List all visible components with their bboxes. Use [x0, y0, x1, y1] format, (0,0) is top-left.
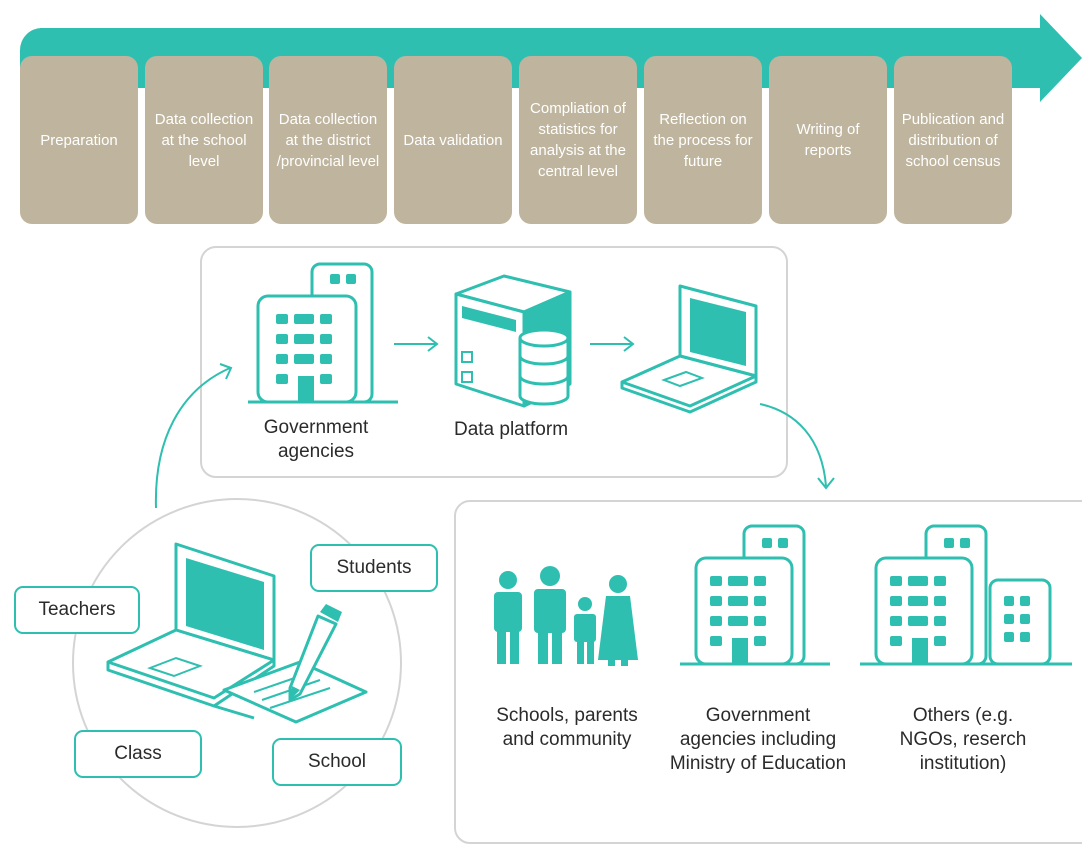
curved-arrow-up-icon — [154, 363, 233, 509]
step-publication: Publication and distribution of school c… — [894, 56, 1012, 224]
laptop-icon — [620, 284, 758, 414]
step-reports: Writing of reports — [769, 56, 887, 224]
step-preparation: Preparation — [20, 56, 138, 224]
family-icon — [494, 566, 638, 666]
ministry-building-icon — [680, 524, 830, 666]
laptop-with-form-icon — [106, 542, 368, 724]
step-compilation: Compliation of statistics for analysis a… — [519, 56, 637, 224]
students-tag: Students — [310, 544, 438, 592]
curved-arrow-down-icon — [759, 403, 835, 490]
school-tag: School — [272, 738, 402, 786]
government-ministry-label: Government agencies including Ministry o… — [669, 705, 847, 774]
teachers-tag: Teachers — [14, 586, 140, 634]
arrow-right-icon — [590, 336, 635, 352]
others-label: Others (e.g. NGOs, reserch institution) — [899, 705, 1027, 774]
step-validation: Data validation — [394, 56, 512, 224]
step-district-level: Data collection at the district /provinc… — [269, 56, 387, 224]
arrow-right-icon — [394, 336, 439, 352]
schools-parents-label: Schools, parents and community — [496, 705, 638, 750]
step-reflection: Reflection on the process for future — [644, 56, 762, 224]
others-building-icon — [860, 524, 1072, 666]
government-building-icon — [248, 262, 398, 404]
server-database-icon — [454, 274, 572, 408]
government-agencies-label: Government agencies — [263, 417, 369, 462]
data-platform-label: Data platform — [453, 419, 569, 440]
step-school-level: Data collection at the school level — [145, 56, 263, 224]
class-tag: Class — [74, 730, 202, 778]
